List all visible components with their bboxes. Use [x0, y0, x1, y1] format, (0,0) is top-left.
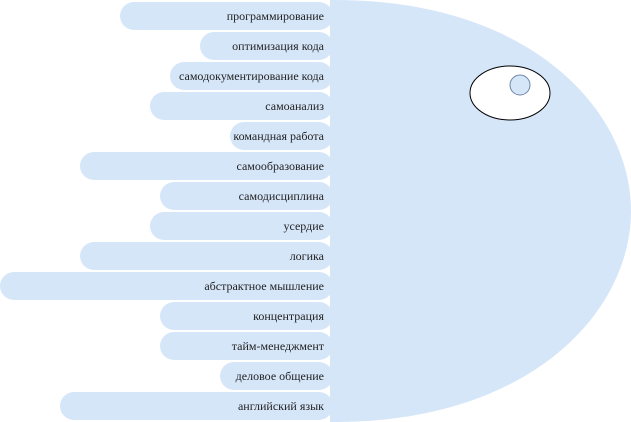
skill-bar — [170, 62, 333, 90]
skill-label: концентрация — [253, 309, 324, 323]
skill-bars — [0, 2, 333, 420]
skill-bar — [0, 272, 333, 300]
skill-bar — [80, 242, 333, 270]
skill-bar — [220, 362, 333, 390]
skill-label: деловое общение — [235, 369, 324, 383]
skill-bar — [60, 392, 333, 420]
skill-bar — [160, 302, 333, 330]
skill-label: оптимизация кода — [232, 39, 324, 53]
skill-label: логика — [289, 249, 324, 263]
head-shape — [330, 0, 631, 422]
skill-bar — [200, 32, 333, 60]
skill-bar — [150, 92, 333, 120]
skill-label: программирование — [226, 9, 324, 23]
skill-label: самодисциплина — [238, 189, 324, 203]
skill-label: самоанализ — [265, 99, 324, 113]
skill-bar — [80, 152, 333, 180]
skill-bar — [120, 2, 333, 30]
skill-bar — [160, 332, 333, 360]
skill-bar — [160, 182, 333, 210]
skill-label: тайм-менеджмент — [231, 339, 324, 353]
skill-bar — [150, 212, 333, 240]
eye-icon — [469, 65, 551, 121]
pupil-icon — [509, 74, 531, 96]
skill-label: абстрактное мышление — [204, 279, 324, 293]
skill-label: самообразование — [236, 159, 325, 173]
skill-label: усердие — [283, 219, 325, 233]
skill-label: английский язык — [237, 399, 324, 413]
skill-bar — [230, 122, 333, 150]
skill-label: командная работа — [233, 129, 324, 143]
skill-label: самодокументирование кода — [179, 69, 324, 83]
